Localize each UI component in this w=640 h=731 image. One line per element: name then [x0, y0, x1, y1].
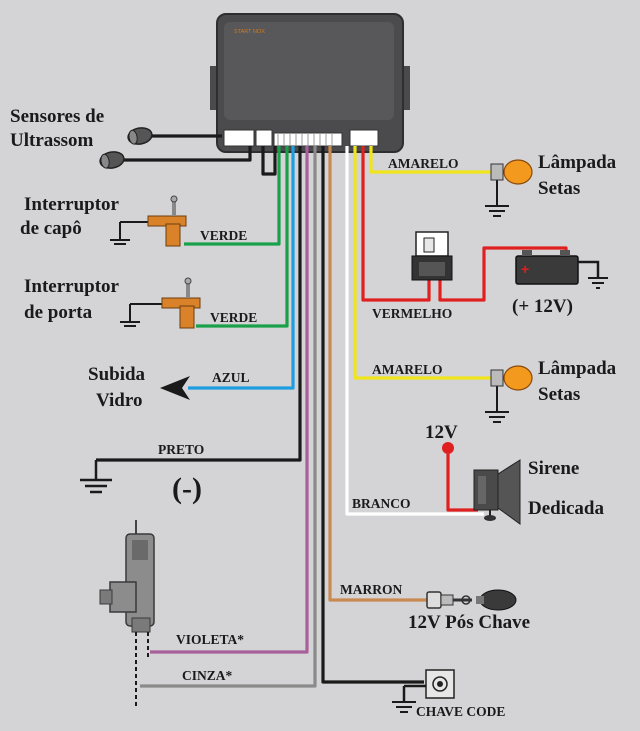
siren-label-1: Sirene	[528, 458, 579, 479]
wire-label-violeta: VIOLETA*	[176, 632, 244, 647]
ignition-key-icon	[426, 589, 517, 611]
green-wire-hood	[184, 146, 281, 246]
wire-label-verde-2: VERDE	[210, 310, 257, 325]
lamp-icon-2	[485, 365, 533, 423]
battery-label: (+ 12V)	[512, 296, 573, 317]
lamp2-label-1: Lâmpada	[538, 358, 617, 379]
sensor-wire-2	[123, 146, 252, 162]
sensor-loop	[261, 146, 277, 176]
wire-label-verde-1: VERDE	[200, 228, 247, 243]
yellow-wire-lamp1	[369, 146, 497, 174]
hood-switch-icon	[110, 195, 187, 247]
red-wire-fuse	[361, 146, 431, 302]
green-wire-door	[196, 146, 289, 328]
wire-label-branco: BRANCO	[352, 496, 411, 511]
white-wire	[345, 146, 484, 516]
arrow-left-icon	[160, 376, 190, 400]
lamp2-label-2: Setas	[538, 384, 580, 405]
red-wire-siren	[446, 454, 478, 512]
svg-text:+: +	[521, 261, 529, 277]
hood-label-1: Interruptor	[24, 194, 120, 215]
window-label-1: Subida	[88, 364, 146, 385]
siren-icon	[442, 442, 521, 525]
wire-label-cinza: CINZA*	[182, 668, 233, 683]
sensors-label-2: Ultrassom	[10, 130, 94, 151]
gray-wire	[140, 146, 317, 688]
wire-label-amarelo-1: AMARELO	[388, 156, 459, 171]
ignition-label: 12V Pós Chave	[408, 612, 530, 633]
violet-wire	[150, 146, 309, 654]
brown-wire	[328, 146, 427, 602]
code-key-label: CHAVE CODE	[416, 704, 505, 719]
ground-icon	[80, 460, 112, 494]
wire-label-marron: MARRON	[340, 582, 402, 597]
wire-label-vermelho: VERMELHO	[372, 306, 452, 321]
door-label-2: de porta	[24, 302, 93, 323]
sensors-label-1: Sensores de	[10, 106, 104, 127]
lamp-icon-1	[485, 159, 533, 217]
wires	[96, 134, 568, 688]
hood-label-2: de capô	[20, 218, 82, 239]
alarm-module: START NOX	[210, 13, 410, 153]
window-label-2: Vidro	[96, 390, 142, 411]
wire-label-azul: AZUL	[212, 370, 250, 385]
fuse-icon	[411, 231, 453, 281]
module-brand: START NOX	[234, 29, 265, 35]
door-label-1: Interruptor	[24, 276, 120, 297]
siren-12v-label: 12V	[425, 422, 458, 443]
battery-icon: +	[515, 250, 608, 289]
minus-label: (-)	[172, 472, 202, 505]
code-key-icon	[392, 669, 455, 713]
wire-label-amarelo-2: AMARELO	[372, 362, 443, 377]
ultrasound-sensor-icon	[99, 127, 153, 169]
lock-actuator-icon	[99, 520, 155, 706]
blue-wire	[188, 146, 295, 390]
lamp1-label-1: Lâmpada	[538, 152, 617, 173]
black-wire-ground	[96, 146, 302, 462]
lamp1-label-2: Setas	[538, 178, 580, 199]
wire-label-preto: PRETO	[158, 442, 204, 457]
yellow-wire-lamp2	[353, 146, 497, 380]
door-switch-icon	[120, 277, 201, 329]
black-wire-code	[321, 146, 424, 684]
siren-label-2: Dedicada	[528, 498, 605, 519]
